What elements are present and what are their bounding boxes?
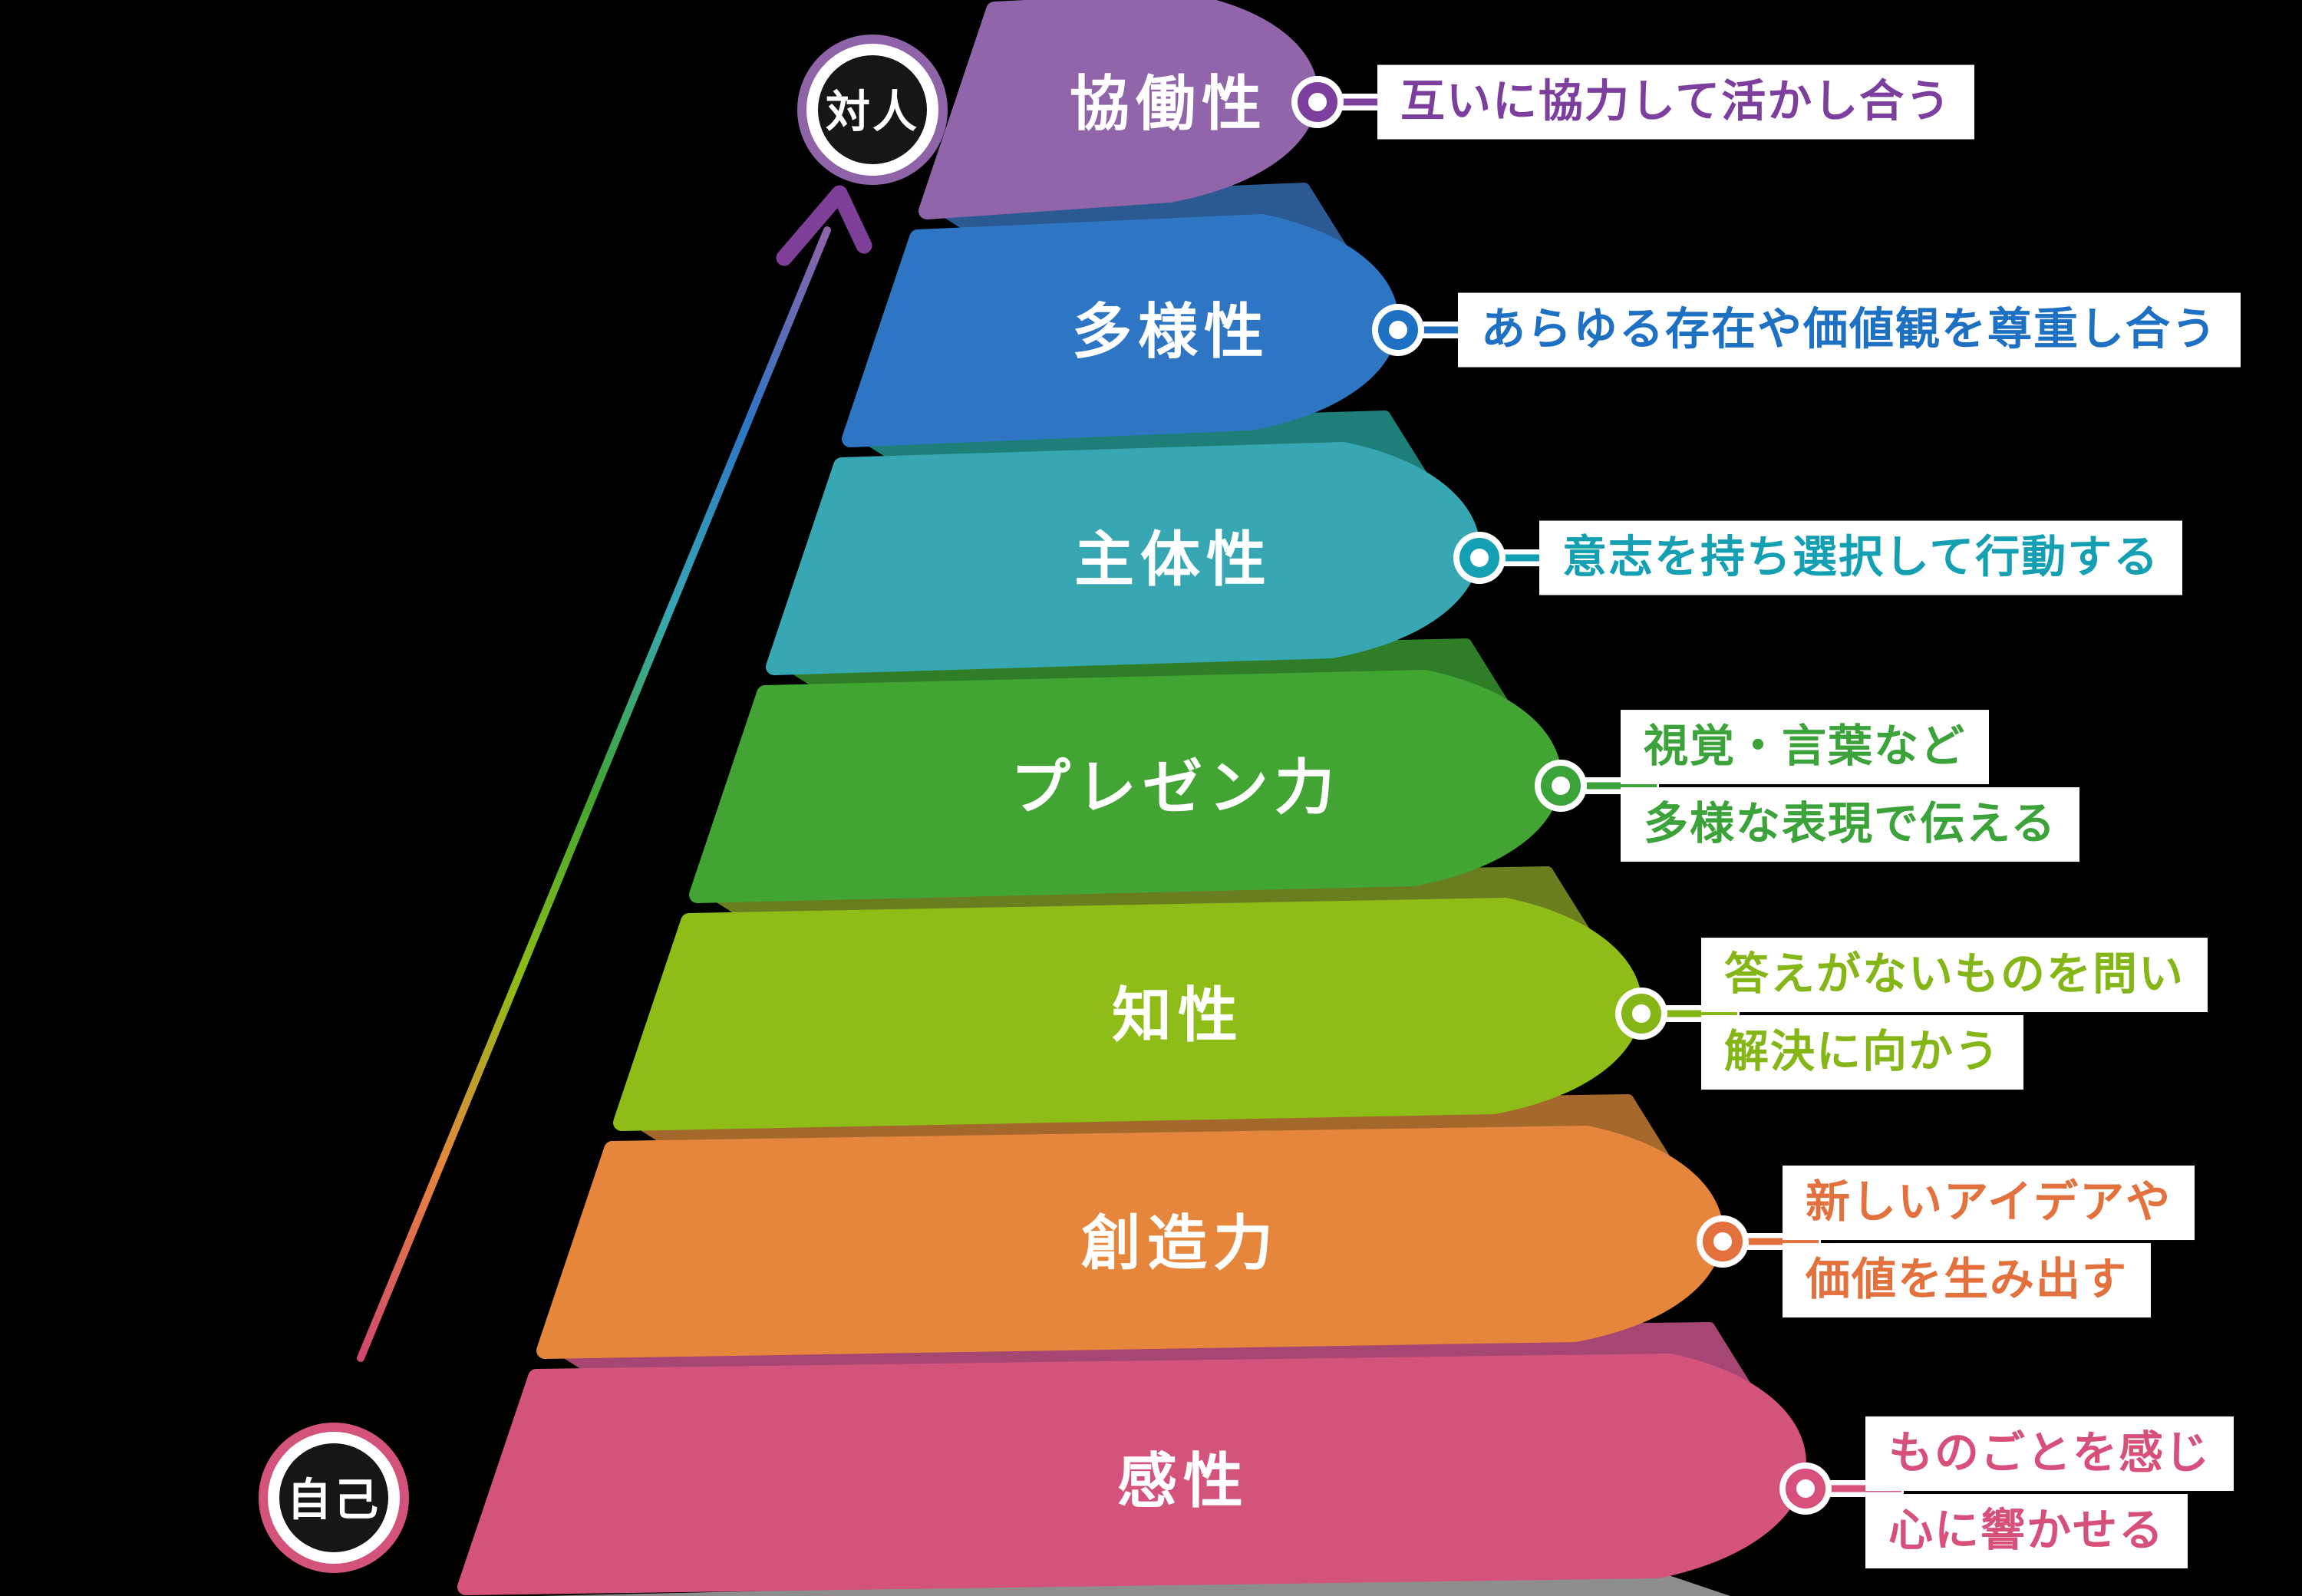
callout-4-line-1: 視覚・言葉など [1621,710,1990,784]
callout-1-line-1: 互いに協力して活かし合う [1377,64,1975,140]
callout-connector-4 [1535,760,1659,812]
callout-2: あらゆる存在や価値観を尊重し合う [1458,292,2241,368]
callout-7: ものごとを感じ 心に響かせる [1865,1416,2234,1568]
callout-1: 互いに協力して活かし合う [1377,64,1975,140]
layer-2-label: 多様性 [1072,298,1270,365]
callout-3-line-1: 意志を持ち選択して行動する [1539,520,2183,595]
callout-5-line-1: 答えがないものを問い [1701,938,2208,1012]
callout-7-line-2: 心に響かせる [1865,1494,2188,1568]
callout-6: 新しいアイデアや 価値を生み出す [1783,1166,2195,1317]
callout-4: 視覚・言葉など 多様な表現で伝える [1621,710,2080,862]
endpoint-bottom-label: 自己 [287,1476,381,1525]
endpoint-bottom-circle: 自己 [259,1423,409,1573]
callout-6-line-2: 価値を生み出す [1783,1243,2152,1317]
layer-6-label: 創造力 [1081,1209,1279,1277]
endpoint-top-label: 対人 [826,87,919,137]
callout-connector-6 [1697,1215,1821,1268]
callout-7-line-1: ものごとを感じ [1865,1416,2234,1491]
callout-connector-5 [1615,988,1740,1040]
axis-arrow-shaft [357,226,831,1362]
layer-1-label: 協働性 [1070,70,1268,137]
callout-5: 答えがないものを問い 解決に向かう [1701,938,2208,1090]
layer-4-label: プレゼン力 [1011,753,1341,821]
callout-2-line-1: あらゆる存在や価値観を尊重し合う [1458,292,2241,368]
layer-3-label: 主体性 [1074,526,1272,593]
layer-5-label: 知性 [1112,981,1244,1049]
endpoint-top-circle: 対人 [797,35,948,185]
callout-4-line-2: 多様な表現で伝える [1621,787,2080,862]
callout-3: 意志を持ち選択して行動する [1539,520,2183,595]
axis-arrow-head [776,185,872,266]
callout-6-line-1: 新しいアイデアや [1783,1166,2195,1240]
layer-7-label: 感性 [1117,1447,1249,1515]
callout-5-line-2: 解決に向かう [1701,1015,2024,1090]
